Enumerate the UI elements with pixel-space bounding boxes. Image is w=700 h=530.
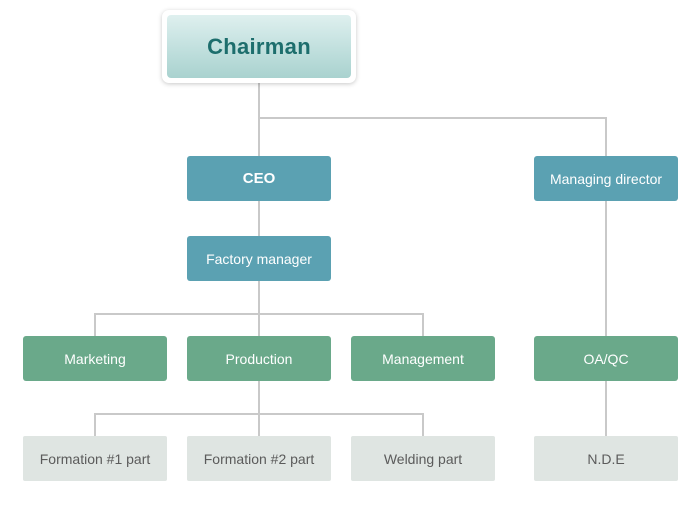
welding-part-node: Welding part [351, 436, 495, 481]
chairman-label: Chairman [167, 15, 351, 78]
chairman-node: Chairman [162, 10, 356, 83]
factory-manager-node: Factory manager [187, 236, 331, 281]
ceo-node: CEO [187, 156, 331, 201]
production-node: Production [187, 336, 331, 381]
formation-2-part-node: Formation #2 part [187, 436, 331, 481]
managing-director-node: Managing director [534, 156, 678, 201]
formation-1-part-node: Formation #1 part [23, 436, 167, 481]
nde-node: N.D.E [534, 436, 678, 481]
marketing-node: Marketing [23, 336, 167, 381]
management-node: Management [351, 336, 495, 381]
qa-qc-node: OA/QC [534, 336, 678, 381]
